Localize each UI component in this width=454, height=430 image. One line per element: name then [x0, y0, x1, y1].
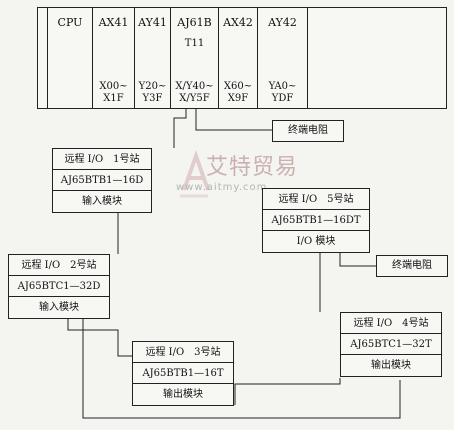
station-type: I/O 模块: [296, 236, 336, 247]
bus-line-2-3: [67, 318, 132, 357]
bus-line-to-station1: [173, 108, 187, 148]
station-type: 输出模块: [163, 389, 203, 400]
bus-line-master: [195, 108, 272, 131]
rack-slot-ax41: AX41 X00~ X1F: [93, 8, 135, 108]
station-title: 远程 I/O 1号站: [53, 149, 151, 170]
slot-address: X00~ X1F: [99, 81, 128, 104]
station-model: AJ65BTC1—32D: [9, 276, 109, 297]
station-model: AJ65BTB1—16D: [53, 170, 151, 191]
station-4: 远程 I/O 4号站 AJ65BTC1—32T 输出模块: [340, 312, 442, 377]
station-model: AJ65BTB1—16DT: [263, 210, 369, 231]
bus-line-3-4: [234, 378, 341, 405]
terminator-resistor-2: 终端电阻: [376, 255, 448, 277]
station-5: 远程 I/O 5号站 AJ65BTB1—16DT I/O 模块: [262, 188, 370, 253]
slot-label: AJ61B: [177, 16, 212, 29]
rack-slot-ax42: AX42 X60~ X9F: [219, 8, 258, 108]
rack-slot-ay41: AY41 Y20~ Y3F: [135, 8, 171, 108]
rack-slot-ay42: AY42 YA0~ YDF: [258, 8, 308, 108]
slot-label: AX41: [98, 16, 129, 29]
slot-address: X60~ X9F: [223, 81, 253, 104]
plc-rack: CPU AX41 X00~ X1F AY41 Y20~ Y3F AJ61B T1…: [37, 7, 447, 109]
rack-slot-power: [38, 8, 48, 108]
station-model: AJ65BTB1—16T: [133, 363, 233, 384]
station-1: 远程 I/O 1号站 AJ65BTB1—16D 输入模块: [52, 148, 152, 213]
rack-slot-aj61bt11: AJ61B T11 X/Y40~ X/Y5F: [171, 8, 219, 108]
rack-slot-empty: [308, 8, 446, 108]
station-type: 输入模块: [82, 196, 122, 207]
slot-label: AX42: [223, 16, 253, 29]
station-type: 输入模块: [39, 302, 79, 313]
slot-address: YA0~ YDF: [268, 81, 297, 104]
station-2: 远程 I/O 2号站 AJ65BTC1—32D 输入模块: [8, 254, 110, 319]
rack-slot-cpu: CPU: [48, 8, 93, 108]
slot-label: AY42: [268, 16, 297, 29]
station-title: 远程 I/O 3号站: [133, 342, 233, 363]
watermark-logo-icon: [180, 150, 210, 198]
bus-line-5-term: [339, 253, 376, 267]
slot-label: CPU: [57, 16, 83, 29]
watermark-name: 艾特贸易: [206, 155, 299, 180]
station-model: AJ65BTC1—32T: [341, 334, 441, 355]
station-type: 输出模块: [371, 360, 411, 371]
station-3: 远程 I/O 3号站 AJ65BTB1—16T 输出模块: [132, 341, 234, 406]
station-title: 远程 I/O 2号站: [9, 255, 109, 276]
bus-line-2-bottom: [82, 318, 401, 419]
station-title: 远程 I/O 4号站: [341, 313, 441, 334]
terminator-resistor-1: 终端电阻: [272, 120, 344, 142]
slot-sublabel: T11: [184, 38, 205, 49]
watermark-url: www.aitmy.com: [176, 182, 268, 193]
slot-label: AY41: [138, 16, 167, 29]
slot-address: X/Y40~ X/Y5F: [175, 81, 214, 104]
slot-address: Y20~ Y3F: [138, 81, 167, 104]
station-title: 远程 I/O 5号站: [263, 189, 369, 210]
